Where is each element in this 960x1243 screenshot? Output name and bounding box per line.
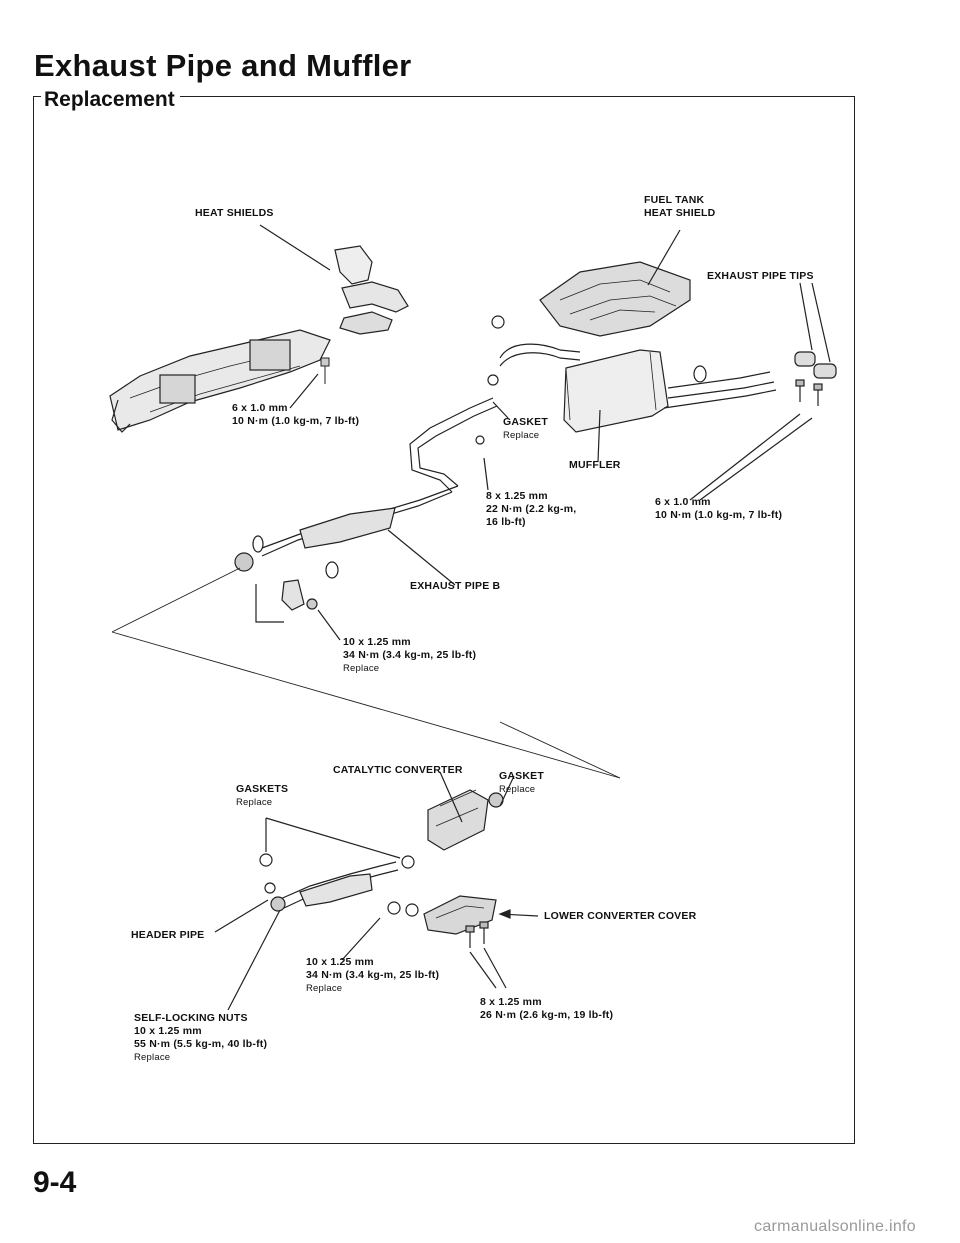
- label-bolt-8x125-upper-torque2: 16 lb-ft): [486, 516, 526, 528]
- watermark: carmanualsonline.info: [754, 1218, 916, 1235]
- label-bolt-6x1-right: 6 x 1.0 mm 10 N·m (1.0 kg-m, 7 lb-ft): [655, 496, 782, 522]
- label-bolt-8x125-lower-torque: 26 N·m (2.6 kg-m, 19 lb-ft): [480, 1009, 614, 1021]
- heat-shield-center-part: [109, 329, 331, 433]
- label-gasket-lower-note: Replace: [499, 784, 536, 795]
- label-bolt-6x1-right-torque: 10 N·m (1.0 kg-m, 7 lb-ft): [655, 509, 783, 521]
- section-title: Replacement: [41, 88, 180, 112]
- label-heat-shields: HEAT SHIELDS: [195, 207, 274, 219]
- header-pipe: [264, 861, 399, 912]
- page-number: 9-4: [33, 1166, 77, 1199]
- label-bolt-8x125-upper-size: 8 x 1.25 mm: [486, 490, 548, 502]
- label-gasket-upper: GASKET Replace: [503, 416, 548, 442]
- heat-shield-front-part: [334, 245, 409, 335]
- label-bolt-6x1-right-size: 6 x 1.0 mm: [655, 496, 711, 508]
- fuel-tank-heat-shield: [539, 261, 691, 337]
- lower-converter-cover: [423, 895, 497, 935]
- label-bolt-6x1-left: 6 x 1.0 mm 10 N·m (1.0 kg-m, 7 lb-ft): [232, 402, 359, 428]
- exhaust-pipe-tips: [794, 351, 837, 379]
- page-title: Exhaust Pipe and Muffler: [34, 48, 412, 83]
- label-bolt-8x125-lower: 8 x 1.25 mm 26 N·m (2.6 kg-m, 19 lb-ft): [480, 996, 613, 1022]
- label-fuel-tank-heat-shield: FUEL TANK HEAT SHIELD: [644, 194, 715, 220]
- label-bolt-6x1-left-torque: 10 N·m (1.0 kg-m, 7 lb-ft): [232, 415, 360, 427]
- label-bolt-10x125-upper-size: 10 x 1.25 mm: [343, 636, 411, 648]
- label-self-locking-nuts-name: SELF-LOCKING NUTS: [134, 1012, 248, 1024]
- label-bolt-10x125-lower-size: 10 x 1.25 mm: [306, 956, 374, 968]
- label-bolt-10x125-lower-torque: 34 N·m (3.4 kg-m, 25 lb-ft): [306, 969, 440, 981]
- label-self-locking-nuts: SELF-LOCKING NUTS 10 x 1.25 mm 55 N·m (5…: [134, 1012, 267, 1064]
- label-gasket-lower-name: GASKET: [499, 770, 544, 782]
- label-exhaust-pipe-tips: EXHAUST PIPE TIPS: [707, 270, 814, 282]
- muffler: [499, 343, 777, 433]
- label-self-locking-nuts-size: 10 x 1.25 mm: [134, 1025, 202, 1037]
- label-bolt-6x1-left-size: 6 x 1.0 mm: [232, 402, 288, 414]
- label-gasket-upper-note: Replace: [503, 430, 540, 441]
- label-gasket-upper-name: GASKET: [503, 416, 548, 428]
- label-gaskets-lower-note: Replace: [236, 797, 273, 808]
- label-exhaust-pipe-b: EXHAUST PIPE B: [410, 580, 501, 592]
- label-header-pipe: HEADER PIPE: [131, 929, 205, 941]
- bolt-6x1-left: [320, 357, 330, 384]
- label-bolt-10x125-lower: 10 x 1.25 mm 34 N·m (3.4 kg-m, 25 lb-ft)…: [306, 956, 439, 995]
- label-lower-converter-cover: LOWER CONVERTER COVER: [544, 910, 697, 922]
- label-bolt-10x125-lower-note: Replace: [306, 983, 343, 994]
- label-muffler: MUFFLER: [569, 459, 621, 471]
- label-bolt-8x125-upper-torque: 22 N·m (2.2 kg-m,: [486, 503, 577, 515]
- label-self-locking-nuts-note: Replace: [134, 1052, 171, 1063]
- catalytic-converter: [427, 789, 504, 851]
- label-self-locking-nuts-torque: 55 N·m (5.5 kg-m, 40 lb-ft): [134, 1038, 268, 1050]
- bolts-lower-cover: [465, 921, 489, 948]
- label-fuel-tank-line1: FUEL TANK: [644, 194, 705, 206]
- flange-bracket-upper: [281, 579, 318, 611]
- label-catalytic-converter: CATALYTIC CONVERTER: [333, 764, 463, 776]
- label-gaskets-lower-name: GASKETS: [236, 783, 289, 795]
- exhaust-pipe-b: [234, 315, 505, 572]
- diagram-frame: [33, 96, 855, 1144]
- label-gasket-lower: GASKET Replace: [499, 770, 544, 796]
- label-bolt-8x125-upper: 8 x 1.25 mm 22 N·m (2.2 kg-m, 16 lb-ft): [486, 490, 576, 529]
- label-bolt-10x125-upper-torque: 34 N·m (3.4 kg-m, 25 lb-ft): [343, 649, 477, 661]
- label-bolt-10x125-upper: 10 x 1.25 mm 34 N·m (3.4 kg-m, 25 lb-ft)…: [343, 636, 476, 675]
- label-bolt-10x125-upper-note: Replace: [343, 663, 380, 674]
- label-gaskets-lower: GASKETS Replace: [236, 783, 288, 809]
- gaskets-lower: [259, 853, 415, 869]
- label-fuel-tank-line2: HEAT SHIELD: [644, 207, 716, 219]
- label-bolt-8x125-lower-size: 8 x 1.25 mm: [480, 996, 542, 1008]
